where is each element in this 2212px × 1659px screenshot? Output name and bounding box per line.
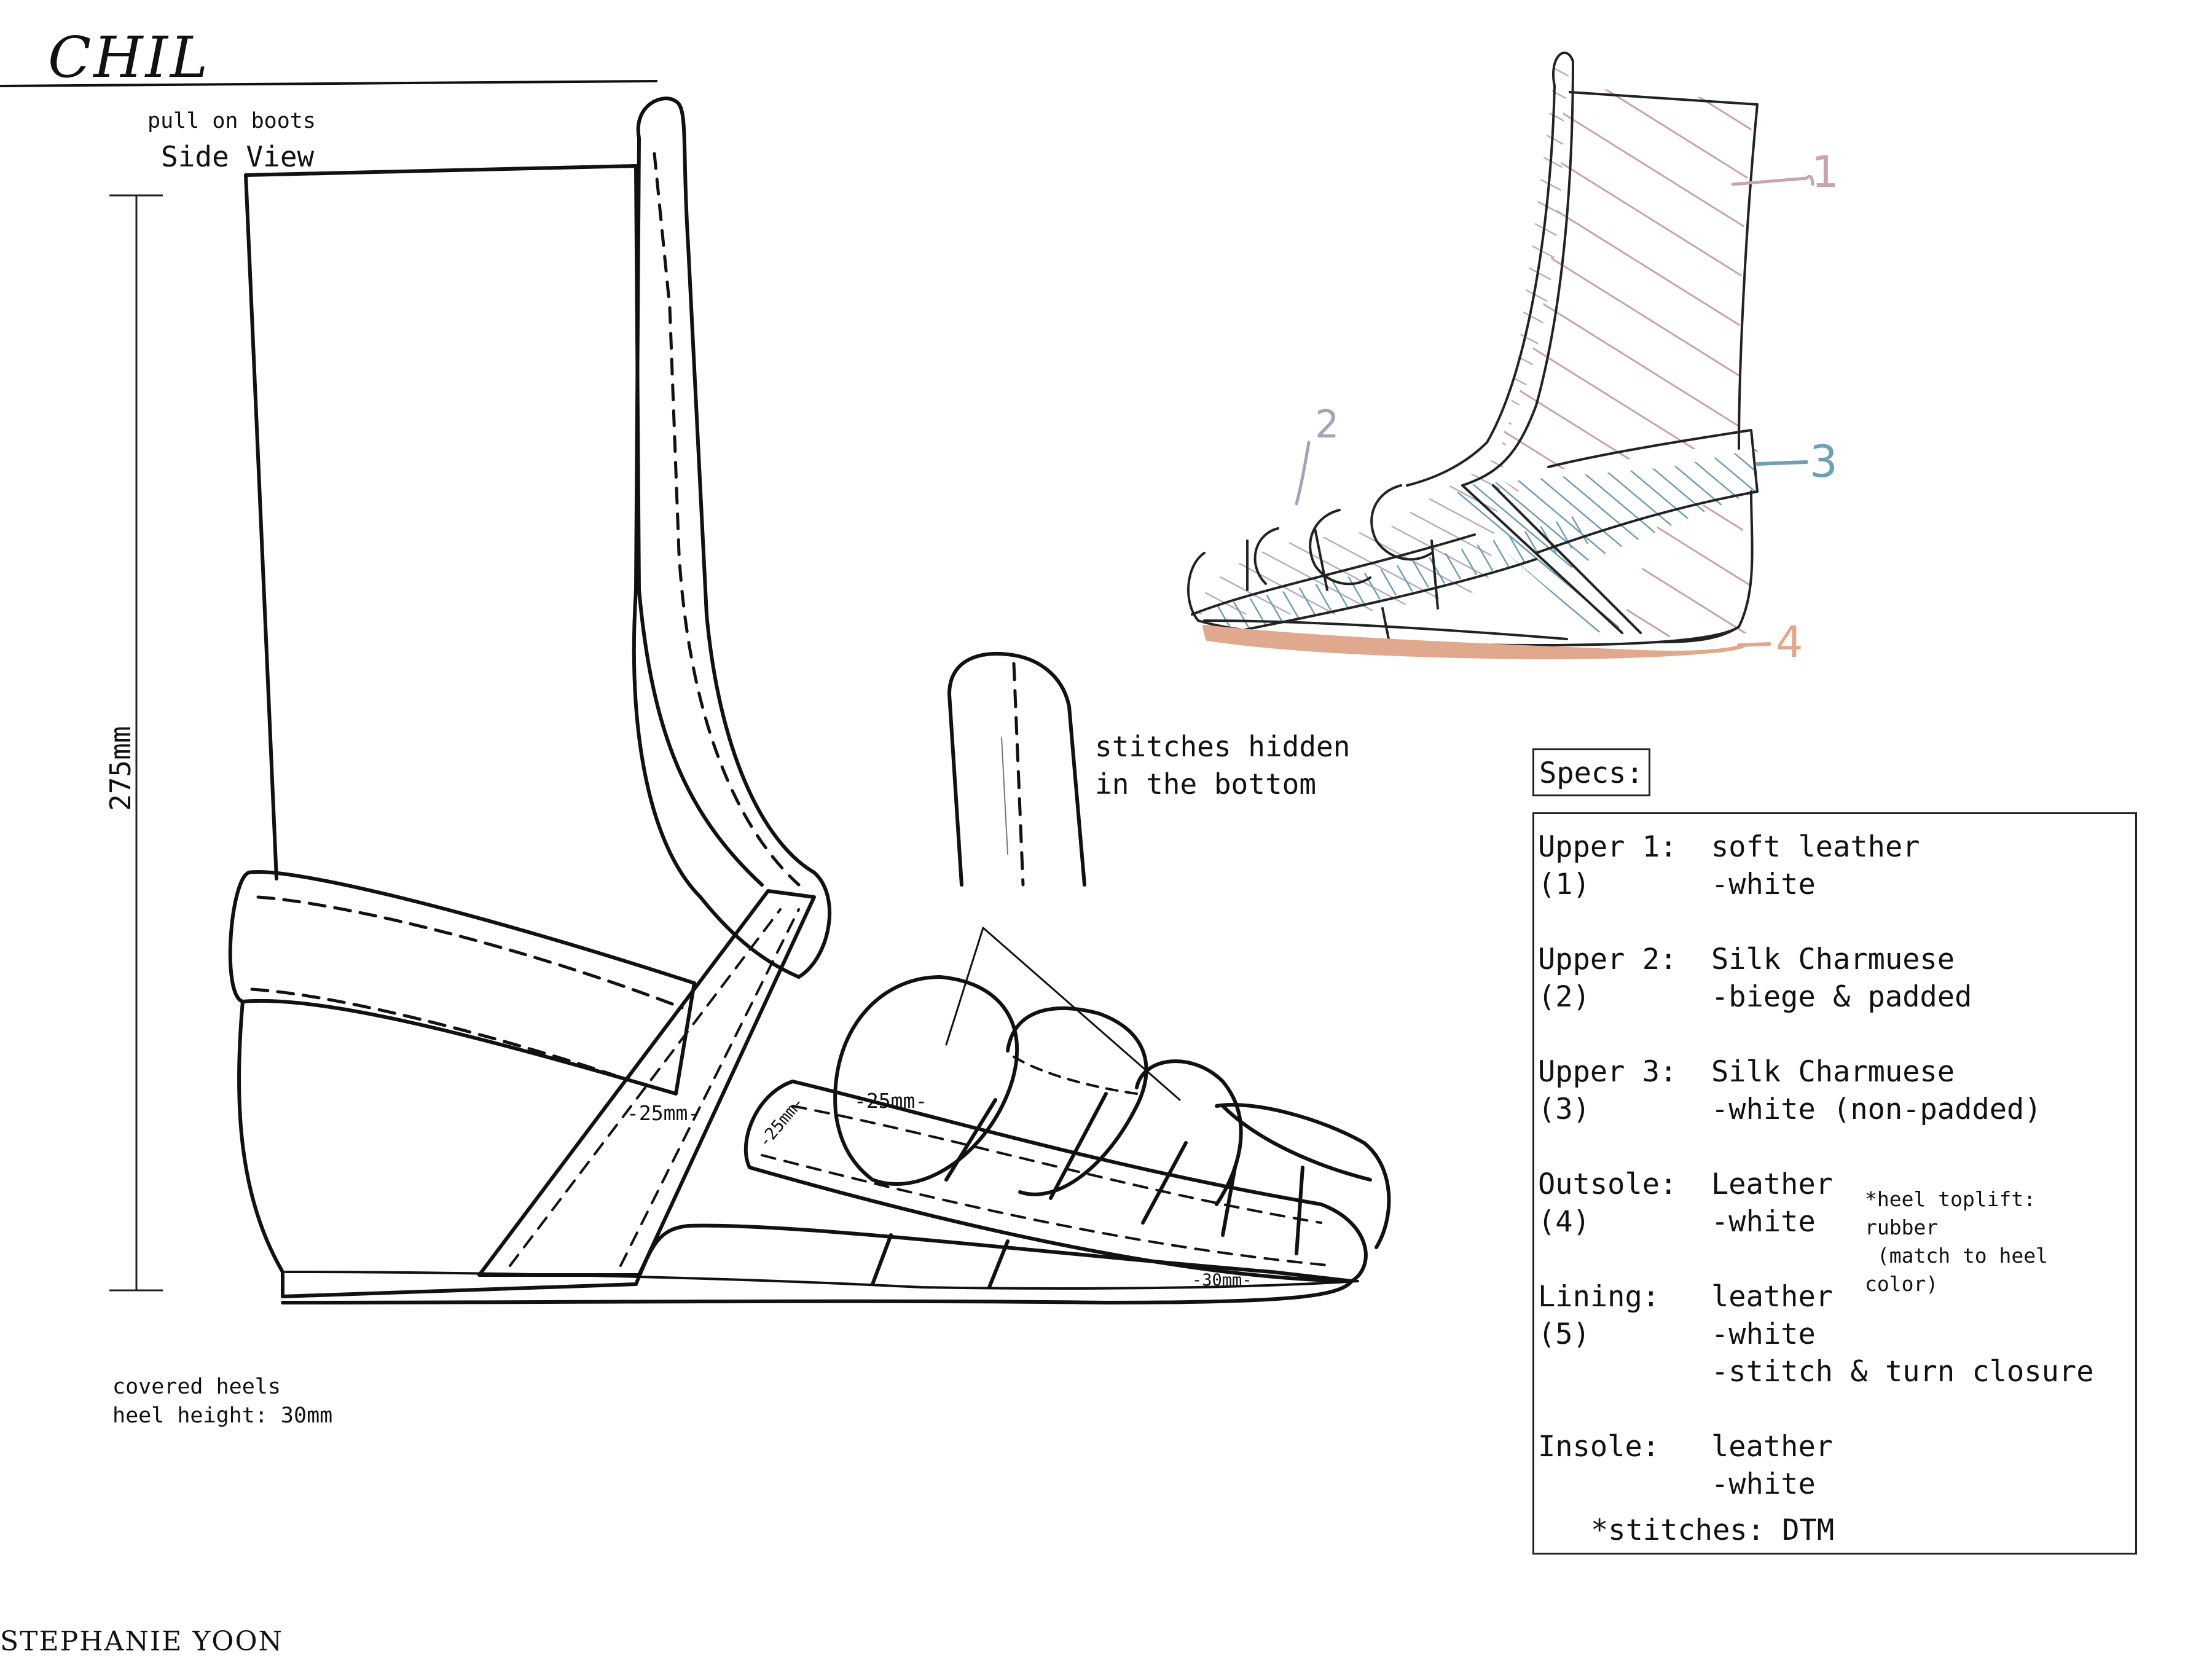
vertical-strap [477, 889, 816, 1277]
spec-outsole-material: Leather [1711, 1167, 1834, 1201]
spec-upper3-name: Upper 3: [1538, 1055, 1677, 1089]
heel-note-line2: heel height: 30mm [112, 1403, 333, 1428]
spec-outsole-name: Outsole: [1538, 1167, 1677, 1201]
header-rule [0, 80, 658, 87]
toe-tube-3 [1135, 1059, 1243, 1206]
spec-lining-code: (5) [1538, 1317, 1590, 1351]
heel-toplift-note-4: color) [1865, 1272, 1939, 1296]
specs-label-box: Specs: [1532, 748, 1650, 796]
spec-upper3-material: Silk Charmuese [1711, 1055, 1955, 1089]
heel-counter [237, 1000, 284, 1298]
view-caption: Side View [161, 140, 315, 173]
toe-tip [1215, 1103, 1391, 1249]
toe-tube-2 [1006, 1006, 1148, 1196]
boot-shaft [244, 164, 764, 887]
spec-outsole-color: -white [1711, 1205, 1816, 1239]
instep-strap [743, 1080, 1368, 1283]
callout-3-number: 3 [1810, 436, 1838, 487]
stitches-note: *stitches: DTM [1591, 1513, 1835, 1547]
heel-toplift-note-3: (match to heel [1865, 1244, 2049, 1268]
callout-3-leader [1755, 460, 1808, 466]
ankle-strap [228, 870, 696, 1096]
spec-upper3-code: (3) [1538, 1092, 1590, 1126]
specs-label: Specs: [1539, 756, 1644, 790]
boot-side-view [228, 96, 1391, 1304]
spec-upper2-name: Upper 2: [1538, 943, 1677, 976]
stitch-note-line2: in the bottom [1095, 767, 1317, 801]
strap-width-dim-a: -25mm- [627, 1101, 700, 1125]
callout-1-leader [1731, 175, 1814, 186]
spec-upper2-material: Silk Charmuese [1711, 943, 1955, 976]
callout-2-leader [1295, 441, 1311, 506]
spec-insole-color: -white [1711, 1467, 1816, 1501]
callout-4-leader [1737, 642, 1771, 647]
spec-outsole-code: (4) [1538, 1205, 1590, 1239]
color-coded-sketch [1187, 52, 1814, 659]
spec-insole-name: Insole: [1538, 1430, 1660, 1464]
toe-tube-1 [833, 975, 1019, 1186]
spec-upper2-color: -biege & padded [1711, 980, 1972, 1014]
height-dimension-label: 275mm [104, 726, 137, 811]
spec-upper1-name: Upper 1: [1538, 830, 1677, 864]
spec-upper1-material: soft leather [1711, 830, 1920, 864]
strap-width-dim-b: -25mm- [854, 1089, 928, 1113]
designer-name: STEPHANIE YOON [0, 1626, 284, 1657]
heel-note-line1: covered heels [112, 1375, 281, 1399]
spec-upper3-color: -white (non-padded) [1711, 1092, 2042, 1126]
spec-lining-color: -white [1711, 1317, 1816, 1351]
product-type-caption: pull on boots [147, 109, 316, 133]
pull-tab [632, 96, 832, 979]
spec-insole-material: leather [1711, 1430, 1834, 1464]
spec-upper1-color: -white [1711, 868, 1816, 901]
sole-width-dim: -30mm- [1192, 1271, 1252, 1290]
stitch-detail-sketch [947, 651, 1086, 887]
height-dimension-line [109, 194, 163, 1292]
stitch-note-line1: stitches hidden [1095, 730, 1351, 763]
spec-upper2-code: (2) [1538, 980, 1590, 1014]
spec-lining-name: Lining: [1538, 1280, 1660, 1314]
heel-toplift-note-1: *heel toplift: [1865, 1187, 2036, 1211]
outsole [281, 1223, 1354, 1304]
callout-4-number: 4 [1776, 617, 1803, 667]
callout-1-number: 1 [1811, 147, 1839, 197]
heel-toplift-note-2: rubber [1865, 1215, 1939, 1239]
spec-upper1-code: (1) [1538, 868, 1590, 901]
collection-title: CHIL [48, 25, 211, 90]
callout-2-number: 2 [1315, 402, 1339, 447]
specs-table: Upper 1: (1) soft leather -white Upper 2… [1532, 812, 2137, 1555]
spec-lining-closure: -stitch & turn closure [1711, 1355, 2094, 1389]
spec-lining-material: leather [1711, 1280, 1834, 1314]
